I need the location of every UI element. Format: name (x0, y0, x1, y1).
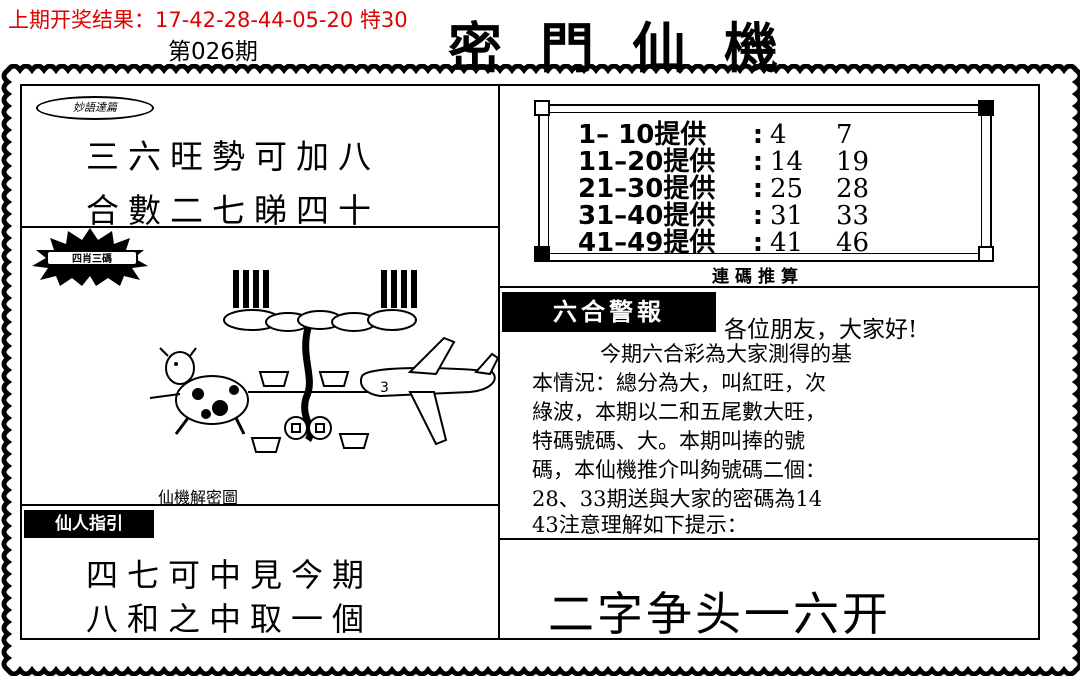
row-number-a: 4 (770, 120, 787, 150)
corner-icon-bl (534, 246, 550, 262)
row-range: 41–49提供 (578, 228, 716, 258)
table-caption: 連碼推算 (712, 267, 804, 287)
airplane-icon: 3 (360, 336, 500, 446)
left-divider-1 (20, 226, 498, 228)
guide-line-2: 八和之中取一個 (86, 600, 374, 638)
alert-line-2: 本情況：總分為大，叫紅旺，次 (532, 371, 826, 395)
alert-line-4: 特碼號碼、大。本期叫捧的號 (532, 429, 805, 453)
bars-left-icon (233, 270, 269, 308)
row-number-b: 19 (836, 147, 870, 177)
table-row: 21–30提供:25 28 (578, 168, 886, 205)
row-number-b: 7 (836, 120, 853, 150)
row-number-a: 41 (770, 228, 804, 258)
row-colon: : (752, 120, 764, 150)
guide-line-1: 四七可中見今期 (86, 556, 374, 594)
poem-badge: 妙語達篇 (36, 96, 154, 120)
table-row: 41–49提供:41 46 (578, 222, 886, 259)
table-row: 1– 10提供:4 7 (578, 114, 886, 151)
row-colon: : (752, 147, 764, 177)
row-number-b: 28 (836, 174, 870, 204)
right-divider-1 (500, 286, 1040, 288)
bars-right-icon (381, 270, 417, 308)
row-range: 1– 10提供 (578, 120, 707, 150)
alert-line-3: 綠波，本期以二和五尾數大旺， (532, 400, 826, 424)
alert-line-7: 43注意理解如下提示： (532, 513, 748, 537)
corner-icon-tr (978, 100, 994, 116)
row-number-a: 14 (770, 147, 804, 177)
four-zodiac-badge: 四肖三碼 (46, 250, 138, 266)
row-number-b: 46 (836, 228, 870, 258)
left-divider-2 (20, 504, 498, 506)
row-number-b: 33 (836, 201, 870, 231)
alert-line-5: 碼，本仙機推介叫夠號碼二個： (532, 458, 826, 482)
coins-icon (284, 416, 332, 440)
row-colon: : (752, 174, 764, 204)
flower-pots-icon (250, 371, 370, 453)
row-colon: : (752, 201, 764, 231)
row-number-a: 31 (770, 201, 804, 231)
number-table-frame (538, 104, 992, 262)
alert-tag: 六合警報 (502, 292, 716, 332)
row-colon: : (752, 228, 764, 258)
guide-tag: 仙人指引 (24, 510, 154, 538)
vertical-divider (498, 84, 500, 640)
table-row: 31–40提供:31 33 (578, 195, 886, 232)
alert-greeting: 各位朋友，大家好! (724, 317, 918, 343)
right-divider-2 (500, 538, 1040, 540)
inner-frame (20, 84, 1040, 640)
number-table-inner (548, 112, 982, 254)
poem-line-1: 三六旺勢可加八 (86, 137, 380, 176)
row-range: 31–40提供 (578, 201, 716, 231)
alert-line-1: 今期六合彩為大家測得的基 (600, 342, 852, 366)
plane-number: 3 (380, 380, 389, 396)
issue-number: 第026期 (168, 39, 258, 65)
picture-caption: 仙機解密圖 (158, 488, 239, 507)
corner-icon-br (978, 246, 994, 262)
table-row: 11–20提供:14 19 (578, 141, 886, 178)
riddle-illustration: 3 (149, 270, 500, 453)
previous-result-text: 上期开奖结果：17-42-28-44-05-20 特30 (8, 8, 408, 32)
cow-icon (149, 347, 249, 435)
row-number-a: 25 (770, 174, 804, 204)
dumpling-row-icon (223, 309, 417, 332)
poem-line-2: 合數二七睇四十 (86, 191, 380, 230)
stamp-border (1, 64, 1080, 676)
row-range: 21–30提供 (578, 174, 716, 204)
alert-line-6: 28、33期送與大家的密碼為14 (532, 487, 823, 511)
corner-icon-tl (534, 100, 550, 116)
hint-text: 二字争头一六开 (548, 587, 891, 641)
row-range: 11–20提供 (578, 147, 716, 177)
